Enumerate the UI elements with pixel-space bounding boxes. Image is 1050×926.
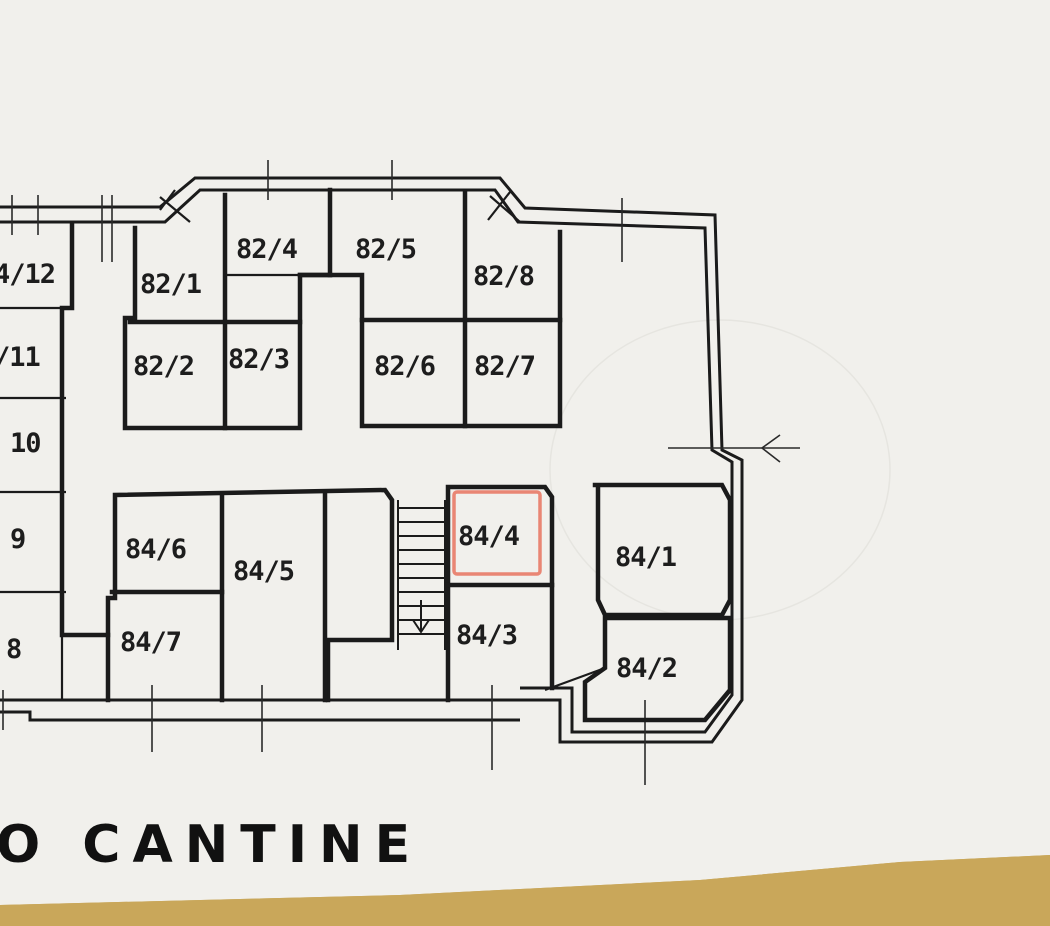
room-label-84-5: 84/5	[233, 556, 294, 587]
room-label-82-6: 82/6	[374, 351, 435, 382]
dimension-ticks	[2, 160, 800, 785]
room-label-left-10: 10	[10, 428, 41, 459]
building-outline	[0, 176, 744, 744]
room-labels: 82/1 82/2 82/3 82/4 82/5 82/6 82/7 82/8 …	[0, 234, 678, 684]
room-label-84-3: 84/3	[456, 620, 517, 651]
room-label-left-11: /11	[0, 342, 40, 373]
room-label-82-2: 82/2	[133, 351, 194, 382]
room-label-84-2: 84/2	[616, 653, 677, 684]
room-label-left-12: 4/12	[0, 259, 55, 290]
block-82	[122, 187, 563, 431]
room-label-84-6: 84/6	[125, 534, 186, 565]
block-84	[105, 482, 733, 723]
room-label-82-5: 82/5	[355, 234, 416, 265]
plan-caption: O CANTINE	[0, 815, 422, 875]
room-label-82-7: 82/7	[474, 351, 535, 382]
room-label-84-4: 84/4	[458, 521, 520, 552]
room-label-82-8: 82/8	[473, 261, 534, 292]
room-label-left-8: 8	[6, 634, 21, 665]
highlighted-room-marker	[452, 490, 542, 576]
staircase	[397, 500, 446, 650]
room-label-84-1: 84/1	[615, 542, 676, 573]
room-label-82-1: 82/1	[140, 269, 201, 300]
room-label-82-4: 82/4	[236, 234, 298, 265]
room-label-84-7: 84/7	[120, 627, 181, 658]
room-label-left-9: 9	[10, 524, 25, 555]
room-label-82-3: 82/3	[228, 344, 289, 375]
left-cellars	[0, 222, 111, 700]
